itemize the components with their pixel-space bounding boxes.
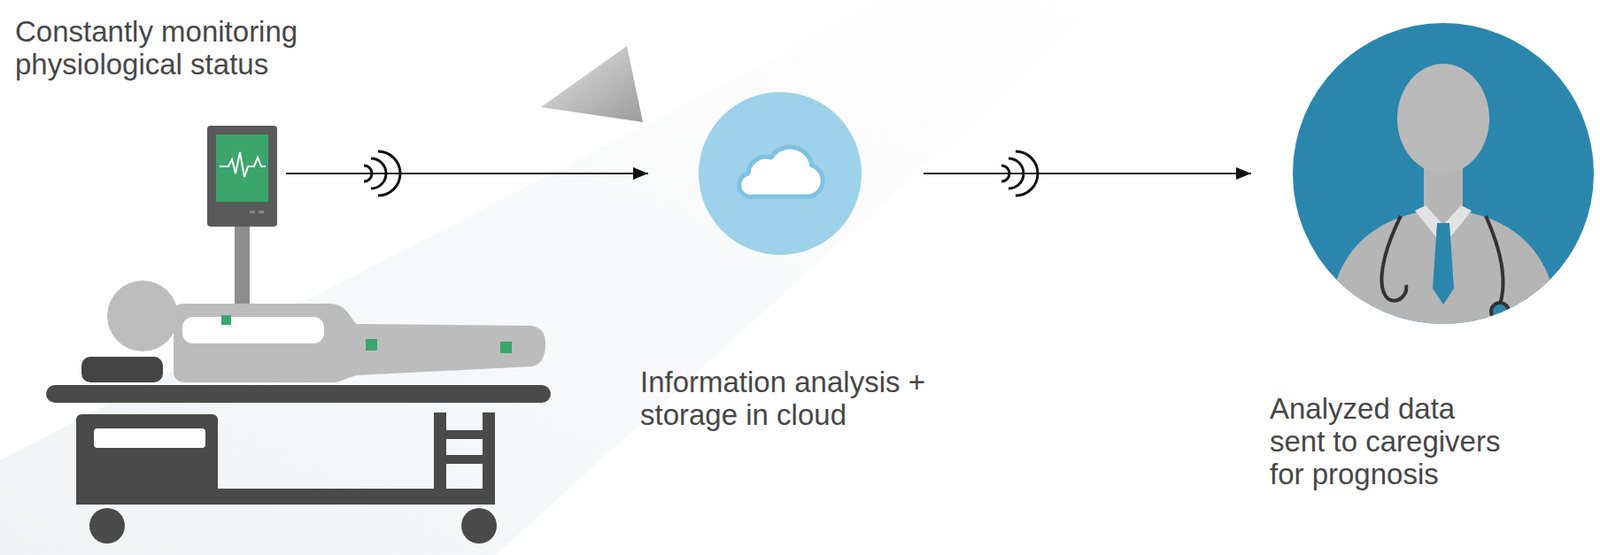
sensor	[500, 341, 512, 354]
caption-text: Constantly monitoring physiological stat…	[15, 15, 405, 81]
hospital-bed	[46, 224, 551, 544]
bed-rail	[76, 488, 495, 505]
sensor	[365, 339, 378, 351]
bed-frame	[482, 412, 495, 496]
cloud-circle	[698, 92, 862, 256]
monitor-icon	[207, 125, 278, 227]
pillow	[81, 356, 163, 383]
monitor-stand	[234, 224, 250, 310]
caregiver-circle	[1292, 23, 1594, 325]
bed-wheel	[89, 508, 125, 544]
wireless-wave	[1008, 158, 1024, 189]
doctor-icon	[1292, 23, 1594, 325]
bed-base	[76, 414, 218, 496]
wireless-arrow	[285, 151, 649, 196]
wireless-wave	[371, 158, 387, 189]
cloud-icon	[698, 92, 862, 256]
blanket	[182, 316, 325, 344]
arrow-head	[1236, 167, 1252, 180]
connector-line	[923, 172, 1252, 175]
sensor	[221, 315, 232, 325]
arrow-head	[633, 167, 649, 180]
bed-mattress	[46, 385, 551, 403]
patient-monitor	[207, 125, 278, 227]
wireless-arrow	[923, 151, 1252, 196]
wireless-wave	[378, 151, 401, 196]
wireless-wave	[1001, 165, 1010, 182]
bed-base-slot	[93, 428, 206, 449]
patient-head	[107, 280, 178, 352]
caption-text: Information analysis + storage in cloud	[640, 365, 995, 432]
wireless-wave	[1015, 151, 1038, 196]
background-band	[0, 0, 1107, 555]
bed-frame	[433, 412, 447, 496]
bed-frame	[433, 430, 495, 440]
connector-line	[285, 172, 649, 175]
bed-wheel	[461, 508, 497, 544]
bed-frame	[433, 455, 495, 464]
gray-triangle	[541, 46, 643, 123]
patient-body	[173, 303, 546, 383]
wireless-wave	[363, 165, 372, 182]
caption-text: Analyzed data sent to caregivers for pro…	[1269, 392, 1509, 491]
